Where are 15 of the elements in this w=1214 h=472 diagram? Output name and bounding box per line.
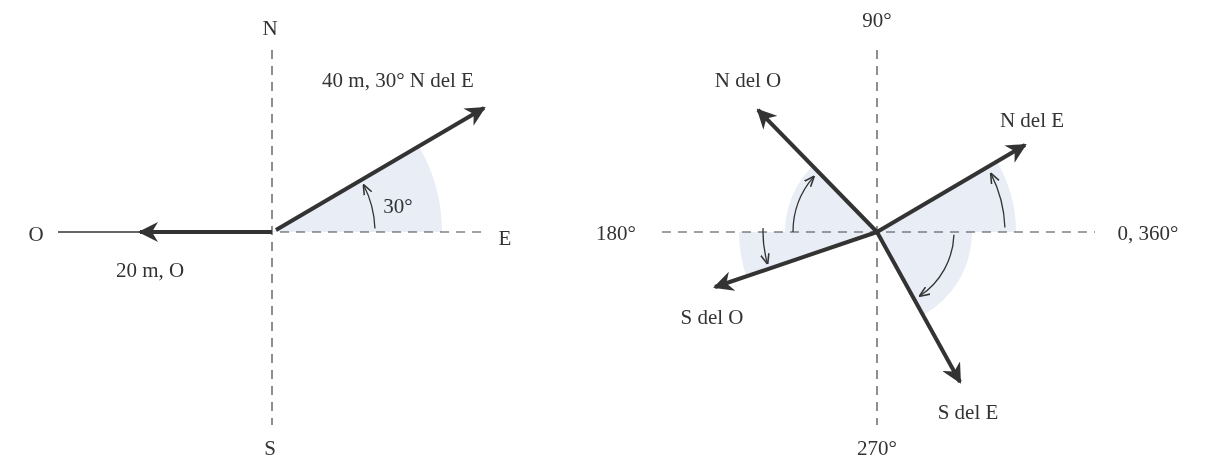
- diagram-label: S del O: [680, 306, 744, 328]
- diagram-label: 40 m, 30° N del E: [322, 69, 474, 91]
- diagram-label: 0, 360°: [1117, 222, 1179, 244]
- diagram-label: S: [264, 437, 276, 459]
- diagram-label: E: [498, 227, 512, 249]
- diagram-label: 180°: [596, 222, 636, 244]
- diagram-label: N: [262, 17, 278, 39]
- diagram-label: S del E: [937, 401, 999, 423]
- diagram-label: 30°: [383, 195, 413, 217]
- diagram-label: 20 m, O: [115, 259, 185, 281]
- diagram-label: N del O: [714, 69, 782, 91]
- diagram-label: 270°: [857, 437, 897, 459]
- diagram-label: N del E: [999, 109, 1065, 131]
- diagram-label: O: [28, 223, 44, 245]
- diagram-label: 90°: [862, 9, 892, 31]
